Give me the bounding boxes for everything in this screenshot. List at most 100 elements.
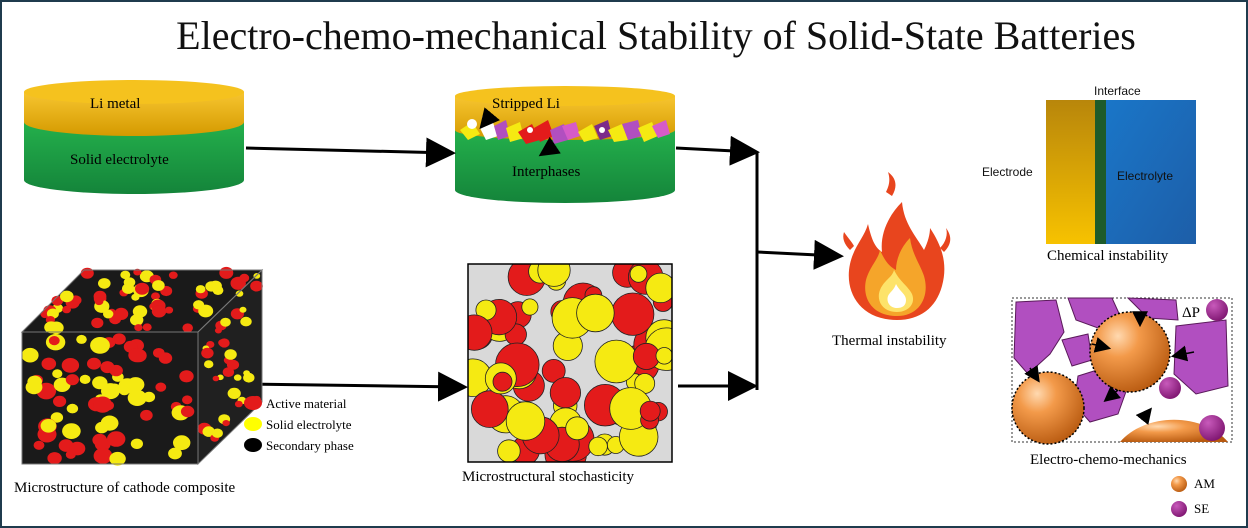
particle [93, 447, 113, 464]
interface-panel [1046, 100, 1196, 244]
particle [114, 307, 129, 320]
electrode-label: Electrode [982, 165, 1033, 179]
particle [50, 412, 64, 423]
particle [198, 304, 214, 318]
particle [140, 409, 153, 421]
particle [182, 395, 193, 405]
particle [219, 266, 234, 279]
particle [202, 426, 215, 437]
particle [90, 337, 110, 354]
particle [53, 395, 67, 407]
particle [41, 357, 57, 370]
particle [468, 314, 493, 351]
legend-secondary-phase: Secondary phase [266, 438, 354, 453]
particle [100, 415, 119, 431]
particle [182, 323, 193, 333]
particle [76, 334, 87, 344]
particle [93, 396, 113, 413]
particle [212, 285, 224, 295]
particle [212, 375, 220, 382]
ecm-caption: Electro-chemo-mechanics [1030, 452, 1187, 468]
particle [240, 316, 252, 327]
particle [107, 431, 126, 447]
particle [131, 293, 140, 301]
particle [211, 428, 223, 438]
particle [224, 349, 237, 360]
particle [239, 273, 250, 283]
ecm-legend-markers [1171, 476, 1187, 517]
particle [47, 452, 62, 465]
particle [112, 333, 126, 345]
particle [639, 400, 661, 422]
cylinder-stripped-interphases [455, 86, 675, 203]
particle [48, 336, 60, 346]
particle [62, 305, 71, 314]
particle [27, 375, 42, 388]
cathode-caption: Microstructure of cathode composite [14, 480, 236, 496]
particle [127, 389, 147, 406]
particle [180, 405, 195, 418]
particle [21, 347, 39, 363]
particle [492, 371, 513, 392]
particle [33, 440, 45, 450]
particle [79, 374, 91, 384]
particle [565, 416, 590, 441]
particle [218, 338, 230, 348]
particle [155, 382, 167, 392]
pressure-label: ΔP [1182, 305, 1200, 321]
page-title: Electro-chemo-mechanical Stability of So… [176, 13, 1136, 58]
particle [128, 348, 146, 363]
particle [629, 265, 648, 283]
flow-arrows [243, 135, 844, 402]
particle [98, 278, 111, 289]
particle [94, 437, 111, 451]
particle [594, 339, 639, 384]
particle [66, 403, 79, 414]
electrolyte-label: Electrolyte [1117, 169, 1174, 183]
particle [195, 285, 206, 294]
particle [80, 267, 94, 279]
micro-caption: Microstructural stochasticity [462, 469, 635, 485]
li-metal-label: Li metal [90, 96, 141, 112]
particle [655, 347, 672, 365]
particle [152, 280, 165, 291]
particle [470, 390, 509, 428]
particle [235, 290, 244, 297]
particle [122, 283, 135, 294]
particle [250, 280, 263, 292]
particle [60, 290, 74, 303]
particle [44, 321, 59, 334]
particle [521, 298, 539, 316]
particle [234, 400, 243, 408]
particle [142, 323, 152, 332]
legend-solid-electrolyte: Solid electrolyte [266, 417, 352, 432]
particle [51, 295, 64, 306]
interface-label: Interface [1094, 84, 1141, 98]
particle [151, 305, 167, 318]
particle [135, 282, 150, 295]
particle [61, 358, 80, 373]
particle [109, 451, 126, 466]
particle [65, 374, 79, 386]
microstructure-square [467, 263, 673, 463]
particle [537, 264, 571, 287]
particle [91, 317, 104, 329]
particle [549, 377, 582, 409]
cathode-legend-markers [244, 396, 262, 452]
particle [168, 271, 178, 279]
cathode-composite-cube [20, 266, 264, 466]
particle [226, 359, 240, 370]
particle [52, 369, 63, 379]
ecm-panel [1011, 297, 1233, 445]
particle [120, 270, 131, 280]
particle [243, 370, 251, 376]
particle [497, 439, 521, 462]
particle [130, 438, 143, 449]
particle [168, 447, 182, 460]
particle [142, 391, 156, 403]
particle [119, 386, 130, 396]
chemical-instability-caption: Chemical instability [1047, 248, 1169, 264]
particle [588, 436, 608, 457]
